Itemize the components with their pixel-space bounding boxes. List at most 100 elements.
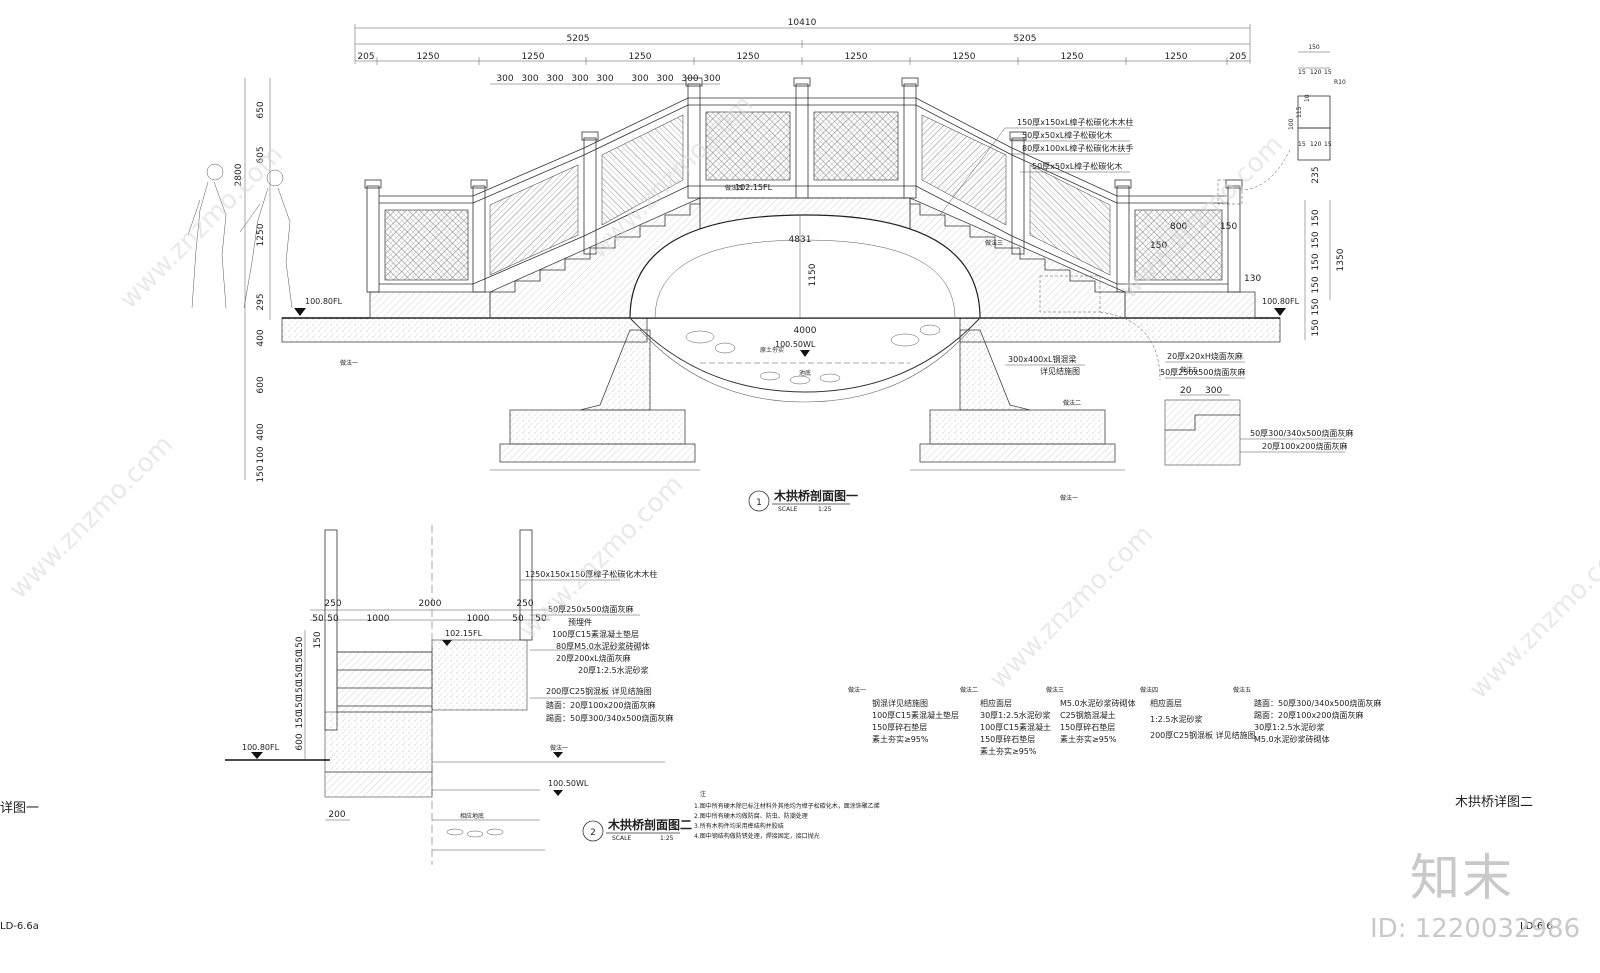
s2-dim-0: 250: [324, 599, 341, 609]
dim-tr-8: 15: [1298, 141, 1306, 148]
notes-heading: 注: [700, 790, 706, 798]
s2-dim-6: 250: [516, 599, 533, 609]
human-figures: [187, 163, 293, 309]
left-vertical-dimensions: 650 605 2800 1250 295 400 600 400 100 15…: [234, 78, 271, 483]
method-3-name: 做法四: [1140, 686, 1158, 694]
s2-vdim-3: 150: [295, 681, 305, 698]
dim-rail-3: 130: [1244, 274, 1261, 284]
dim-total: 10410: [788, 18, 817, 28]
s2-vdim-6: 150: [313, 631, 323, 648]
note-0: 1.图中所有硬木除已标注材料外其他均为樟子松碳化木，面涂饰聚乙烯: [694, 802, 880, 810]
dim-tr-0: 150: [1308, 44, 1320, 51]
dim-stair-6: 300: [656, 74, 673, 84]
dim-lv-7: 400: [256, 423, 266, 440]
page-labels: 详图一 木拱桥详图二 LD-6.6a LD-6.6: [0, 795, 1553, 932]
dim-arch-rise: 1150: [808, 263, 818, 286]
dim-seg-9: 205: [1229, 52, 1246, 62]
s2-dim-2: 50: [312, 614, 324, 624]
method-1-line-2: 100厚C15素混凝土: [980, 722, 1051, 732]
dim-radius: 4831: [789, 235, 812, 245]
s2-scale-label: SCALE: [612, 835, 631, 842]
s2-dim-5: 1000: [467, 614, 490, 624]
mid-callouts: 300x400xL钢混梁 详见结施图 20厚x20xH烧面灰麻 50厚250x5…: [1005, 351, 1245, 379]
s2-callout-8: 踏面：20厚100x200烧面灰麻: [546, 700, 655, 710]
s2-vdim-5: 150: [295, 711, 305, 728]
dim-stair-2: 300: [546, 74, 563, 84]
level-left: 100.80FL: [305, 297, 343, 306]
s2-vdim-2: 150: [295, 666, 305, 683]
tag-1: 做法一: [340, 359, 358, 367]
method-0-name: 做法一: [848, 686, 866, 694]
small-tags: 做法四 做法一 做法三 做法一 做法二 做法五 池底 原土夯实: [340, 184, 1198, 502]
dim-rv-3: 150: [1311, 253, 1321, 270]
callout-mid-2: 20厚x20xH烧面灰麻: [1167, 351, 1243, 361]
dim-lv-5: 400: [256, 329, 266, 346]
method-2-line-3: 素土夯实≥95%: [1060, 734, 1117, 744]
method-1-line-4: 素土夯实≥95%: [980, 746, 1037, 756]
method-1-line-0: 相应面层: [980, 698, 1012, 708]
dim-lv-1: 605: [256, 146, 266, 163]
note-3: 4.图中钢结构做防锈处理，焊接固定，接口抛光: [694, 832, 820, 840]
s2-level-wl: 100.50WL: [548, 779, 589, 788]
dim-tr-5: 100: [1288, 118, 1295, 130]
dim-tr-9: 120: [1310, 141, 1322, 148]
callout-top-3: 50厚x50xL樟子松碳化木: [1032, 161, 1122, 171]
method-3-line-2: 200厚C25钢混板 详见结施图: [1150, 730, 1256, 740]
method-1-line-3: 150厚碎石垫层: [980, 734, 1035, 744]
callout-mid-0: 300x400xL钢混梁: [1008, 354, 1076, 364]
method-1-line-1: 30厚1:2.5水泥砂浆: [980, 710, 1051, 720]
s2-vdim-7: 600: [295, 733, 305, 750]
dim-seg-3: 1250: [629, 52, 652, 62]
s1-number: 1: [756, 498, 762, 508]
method-4-line-0: 踏面：50厚300/340x500烧面灰麻: [1254, 698, 1381, 708]
dim-rv-6: 150: [1311, 298, 1321, 315]
dim-tr-4: R10: [1334, 79, 1346, 86]
s2-tag-0: 做法一: [550, 744, 568, 752]
rail-detail: 150 15 120 15 R10 100 115 10 15 120 15: [1217, 44, 1346, 205]
ground: [281, 317, 1281, 343]
method-0-line-2: 150厚碎石垫层: [872, 722, 927, 732]
dim-rail-2: 150: [1150, 241, 1167, 251]
s2-scale: 1:25: [660, 835, 674, 842]
watermark-3: www.znzmo.com: [4, 430, 179, 605]
left-page-title: 详图一: [0, 801, 39, 816]
dim-lv-3: 1250: [256, 223, 266, 246]
tag-7: 原土夯实: [760, 346, 784, 354]
callout-stair-1: 20厚100x200烧面灰麻: [1262, 441, 1347, 451]
method-0-line-1: 100厚C15素混凝土垫层: [872, 710, 959, 720]
dim-lv-4: 295: [256, 293, 266, 310]
dim-rv-0: 235: [1311, 166, 1321, 183]
s2-callout-5: 20厚200xL烧面灰麻: [556, 653, 631, 663]
top-callouts: 150厚x150xL樟子松碳化木木柱 50厚x50xL樟子松碳化木 80厚x10…: [939, 117, 1133, 216]
s2-dim-bottom: 200: [328, 810, 345, 820]
dim-lv-2: 2800: [234, 163, 244, 186]
s2-vdim-0: 150: [295, 636, 305, 653]
method-0-line-3: 素土夯实≥95%: [872, 734, 929, 744]
method-4-line-2: 30厚1:2.5水泥砂浆: [1254, 722, 1325, 732]
s2-dim-3: 50: [327, 614, 339, 624]
section-2-title: 2 木拱桥剖面图二 SCALE 1:25: [582, 817, 692, 842]
dim-stair-0: 300: [496, 74, 513, 84]
level-right: 100.80FL: [1262, 297, 1300, 306]
dim-stair-3: 300: [571, 74, 588, 84]
dim-stair-4: 300: [596, 74, 613, 84]
dim-rv-5: 150: [1311, 276, 1321, 293]
notes: 注 1.图中所有硬木除已标注材料外其他均为樟子松碳化木，面涂饰聚乙烯 2.图中所…: [694, 790, 880, 840]
section-1-title: 1 木拱桥剖面图一 SCALE 1:25: [748, 488, 858, 513]
s2-callouts: 1250x150x150厚樟子松碳化木木柱 50厚250x500烧面灰麻 预埋件…: [520, 569, 673, 723]
dim-step-0: 20: [1180, 386, 1192, 396]
tag-4: 做法二: [1063, 399, 1081, 407]
s2-levels: 100.80FL 102.15FL 100.50WL 做法一 相应地底: [242, 629, 589, 820]
dim-seg-6: 1250: [953, 52, 976, 62]
right-vertical-dimensions: 235 150 150 150 1350 150 150 150 800 150…: [1150, 166, 1346, 340]
method-2-name: 做法三: [1046, 686, 1064, 694]
callout-top-2: 80厚x100xL樟子松碳化木扶手: [1022, 143, 1133, 153]
s2-vdim-4: 150: [295, 696, 305, 713]
callout-stair-0: 50厚300/340x500烧面灰麻: [1250, 428, 1353, 438]
dim-tr-6: 115: [1296, 106, 1303, 118]
callout-mid-3: 50厚250x500烧面灰麻: [1160, 367, 1245, 377]
dim-rail-1: 150: [1220, 222, 1237, 232]
dim-stair-8: 300: [703, 74, 720, 84]
levels: 100.80FL 100.80FL 100.50WL 102.15FL 4000…: [294, 183, 1300, 357]
dim-half-left: 5205: [567, 34, 590, 44]
